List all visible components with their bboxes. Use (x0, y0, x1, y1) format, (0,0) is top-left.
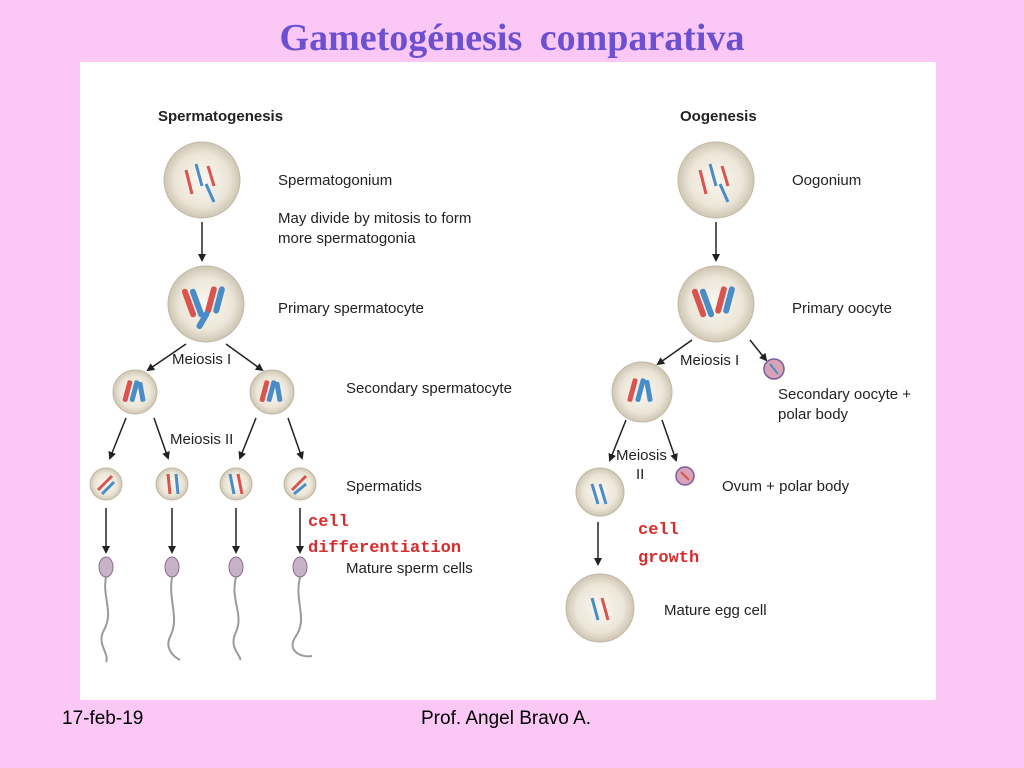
secondary-spermatocyte-cell (112, 369, 158, 415)
spermatid-cell (155, 467, 189, 501)
primary-spermatocyte-cell (167, 265, 245, 343)
spermatid-cell (89, 467, 123, 501)
spermatid-cell (283, 467, 317, 501)
arrow-icon (238, 417, 257, 460)
oogenesis-meiosis-2-label-line1: Meiosis (616, 447, 667, 464)
mature-sperm-label: Mature sperm cells (346, 560, 473, 577)
sperm-cell-icon (164, 556, 181, 661)
spermatogonium-label: Spermatogonium (278, 172, 392, 189)
sperm-cell-icon (291, 556, 313, 658)
secondary-oocyte-cell (611, 361, 673, 423)
mitosis-note-line2: more spermatogonia (278, 230, 416, 247)
spermatogonium-cell (163, 141, 241, 219)
arrow-icon (225, 343, 264, 372)
cell-growth-line1: cell (638, 521, 679, 540)
secondary-oocyte-label-line1: Secondary oocyte + (778, 386, 911, 403)
oogenesis-meiosis-2-label-line2: II (636, 466, 644, 483)
spermatogenesis-heading: Spermatogenesis (158, 108, 283, 125)
primary-spermatocyte-label: Primary spermatocyte (278, 300, 424, 317)
cell-growth-line2: growth (638, 549, 699, 568)
arrow-icon (656, 339, 693, 366)
arrow-icon (661, 419, 678, 462)
cell-differentiation-line2: differentiation (308, 539, 461, 558)
mitosis-note-line1: May divide by mitosis to form (278, 210, 471, 227)
polar-body-cell (675, 466, 695, 486)
chromosome-icon (204, 183, 216, 203)
primary-oocyte-cell (677, 265, 755, 343)
slide-title: Gametogénesis comparativa (279, 17, 745, 59)
mature-egg-label: Mature egg cell (664, 602, 767, 619)
oogenesis-meiosis-1-label: Meiosis I (680, 352, 739, 369)
cell-differentiation-line1: cell (308, 513, 349, 532)
spermatids-label: Spermatids (346, 478, 422, 495)
oogenesis-heading: Oogenesis (680, 108, 757, 125)
diagram-panel: Spermatogenesis Spermatogonium May divid… (80, 62, 936, 700)
oogonium-cell (677, 141, 755, 219)
arrow-icon (108, 417, 127, 460)
ovum-cell (575, 467, 625, 517)
arrow-icon (608, 419, 627, 462)
chromosome-icon (184, 169, 194, 195)
oogonium-label: Oogonium (792, 172, 861, 189)
spermatid-cell (219, 467, 253, 501)
meiosis-2-label: Meiosis II (170, 431, 233, 448)
sperm-cell-icon (98, 556, 114, 663)
ovum-polar-body-label: Ovum + polar body (722, 478, 850, 495)
arrow-icon (287, 417, 304, 460)
footer-author: Prof. Angel Bravo A. (421, 708, 592, 729)
secondary-spermatocyte-label: Secondary spermatocyte (346, 380, 512, 397)
arrow-icon (146, 343, 187, 372)
chromosome-icon (206, 165, 216, 187)
meiosis-1-label: Meiosis I (172, 351, 231, 368)
sperm-cell-icon (228, 556, 244, 661)
secondary-spermatocyte-cell (249, 369, 295, 415)
chromosome-icon (194, 163, 204, 187)
gametogenesis-diagram: Spermatogenesis Spermatogonium May divid… (89, 108, 911, 663)
mature-egg-cell (565, 573, 635, 643)
arrow-icon (153, 417, 170, 460)
secondary-oocyte-label-line2: polar body (778, 406, 849, 423)
primary-oocyte-label: Primary oocyte (792, 300, 892, 317)
arrow-icon (749, 339, 768, 362)
polar-body-cell (763, 358, 785, 380)
footer-date: 17-feb-19 (62, 708, 144, 729)
